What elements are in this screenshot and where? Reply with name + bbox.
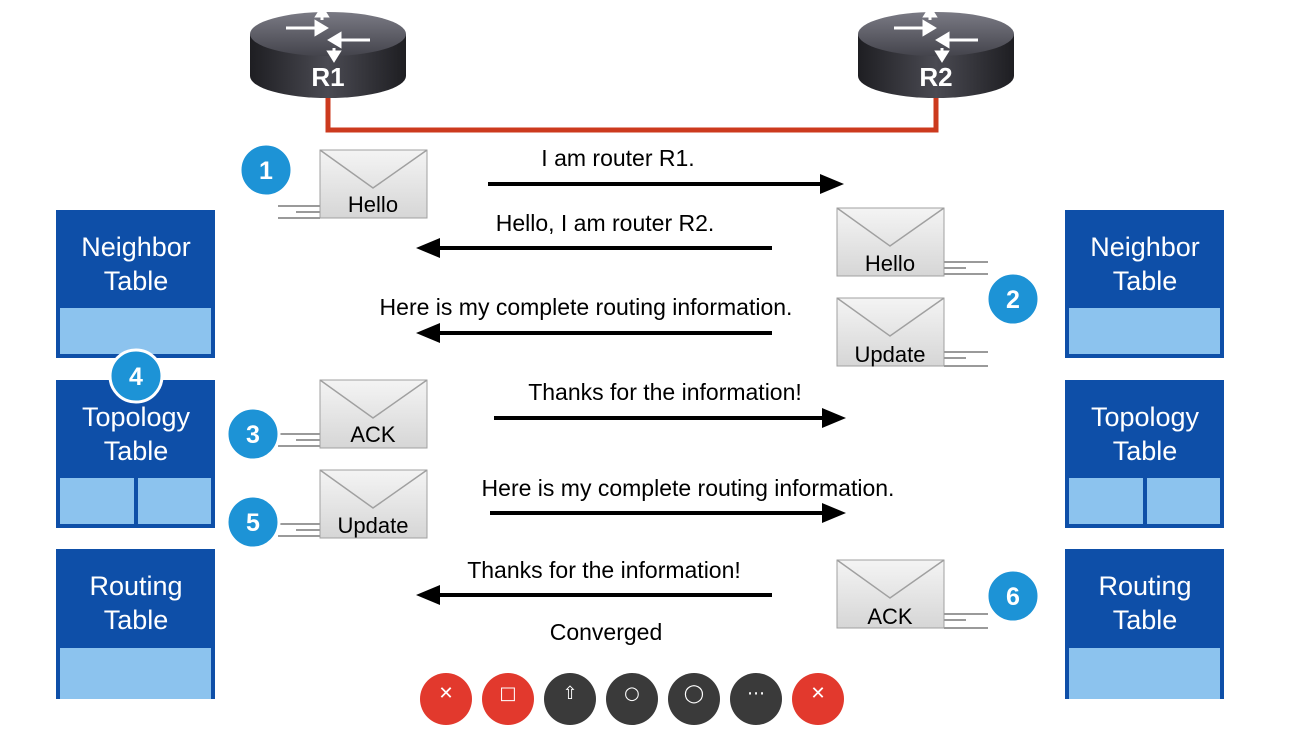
message-4: Thanks for the information!	[494, 379, 846, 428]
envelope-hello-r1: Hello	[278, 149, 428, 219]
packet-label: ACK	[350, 422, 396, 447]
message-text: Here is my complete routing information.	[380, 294, 793, 320]
svg-text:5: 5	[246, 509, 260, 537]
table-title-line2: Table	[1113, 436, 1178, 466]
participants-icon: ○	[624, 683, 640, 704]
message-3: Here is my complete routing information.	[380, 294, 793, 343]
table-title-line1: Routing	[1098, 571, 1191, 601]
envelope-update-r2: Update	[836, 297, 988, 367]
step-badge-4: 4	[108, 348, 164, 404]
mic-off-icon: ✕	[438, 683, 454, 704]
table-title-line2: Table	[1113, 605, 1178, 635]
right-tables: Neighbor Table Topology Table Routing Ta…	[1065, 210, 1224, 699]
message-text: Hello, I am router R2.	[496, 210, 715, 236]
router-r2: R2	[858, 5, 1014, 98]
packet-label: Hello	[865, 251, 915, 276]
left-tables: Neighbor Table Topology Table Routing Ta…	[56, 210, 215, 699]
share-icon: ⇧	[562, 683, 578, 704]
end-call-button[interactable]: ✕	[792, 673, 844, 725]
mic-off-button[interactable]: ✕	[420, 673, 472, 725]
chat-button[interactable]: ◯	[668, 673, 720, 725]
table-title-line1: Neighbor	[1090, 232, 1200, 262]
table-title-line1: Neighbor	[81, 232, 191, 262]
svg-text:1: 1	[259, 157, 273, 185]
chat-icon: ◯	[683, 683, 705, 704]
packet-label: Update	[855, 342, 926, 367]
step-badge-2: 2	[985, 271, 1041, 327]
table-title-line1: Routing	[89, 571, 182, 601]
message-2: Hello, I am router R2.	[416, 210, 772, 258]
message-6: Thanks for the information!	[416, 557, 772, 605]
table-title-line2: Table	[104, 605, 169, 635]
table-title-line1: Topology	[1091, 402, 1200, 432]
right-neighbor-table: Neighbor Table	[1065, 210, 1224, 358]
router-link	[325, 96, 939, 133]
meeting-controls: ✕ □ ⇧ ○ ◯ ⋯ ✕	[420, 673, 844, 733]
left-neighbor-table: Neighbor Table	[56, 210, 215, 358]
table-title-line2: Table	[1113, 266, 1178, 296]
svg-text:4: 4	[129, 363, 143, 391]
envelope-update-r1: Update	[278, 469, 428, 539]
packet-label: ACK	[867, 604, 913, 629]
router-r2-label: R2	[919, 62, 952, 92]
camera-off-button[interactable]: □	[482, 673, 534, 725]
step-badge-1: 1	[238, 142, 294, 198]
message-text: Thanks for the information!	[528, 379, 802, 405]
envelope-hello-r2: Hello	[836, 207, 988, 277]
table-title-line1: Topology	[82, 402, 191, 432]
packet-label: Hello	[348, 192, 398, 217]
message-text: Thanks for the information!	[467, 557, 741, 583]
message-1: I am router R1.	[488, 145, 844, 194]
router-arrows-icon	[286, 5, 370, 63]
more-icon: ⋯	[747, 683, 765, 704]
envelope-ack-r2: ACK	[836, 559, 988, 629]
message-text: Here is my complete routing information.	[482, 475, 895, 501]
converged-label: Converged	[550, 619, 663, 645]
router-r1: R1	[250, 5, 406, 98]
table-title-line2: Table	[104, 436, 169, 466]
participants-button[interactable]: ○	[606, 673, 658, 725]
envelope-ack-r1: ACK	[278, 379, 428, 449]
right-topology-table: Topology Table	[1065, 380, 1224, 528]
svg-text:6: 6	[1006, 583, 1020, 611]
table-title-line2: Table	[104, 266, 169, 296]
step-badge-5: 5	[225, 494, 281, 550]
step-badge-6: 6	[985, 568, 1041, 624]
share-button[interactable]: ⇧	[544, 673, 596, 725]
svg-text:2: 2	[1006, 286, 1020, 314]
eigrp-neighbor-diagram: R1 R2 Neighbor Table Topology Table	[56, 5, 1224, 699]
router-r1-label: R1	[311, 62, 344, 92]
more-button[interactable]: ⋯	[730, 673, 782, 725]
camera-off-icon: □	[499, 683, 517, 704]
right-routing-table: Routing Table	[1065, 549, 1224, 699]
step-badge-3: 3	[225, 406, 281, 462]
message-text: I am router R1.	[541, 145, 694, 171]
message-5: Here is my complete routing information.	[482, 475, 895, 523]
router-arrows-icon	[894, 5, 978, 63]
end-call-icon: ✕	[810, 683, 826, 704]
left-routing-table: Routing Table	[56, 549, 215, 699]
left-topology-table: Topology Table	[56, 380, 215, 528]
packet-label: Update	[338, 513, 409, 538]
svg-text:3: 3	[246, 421, 260, 449]
